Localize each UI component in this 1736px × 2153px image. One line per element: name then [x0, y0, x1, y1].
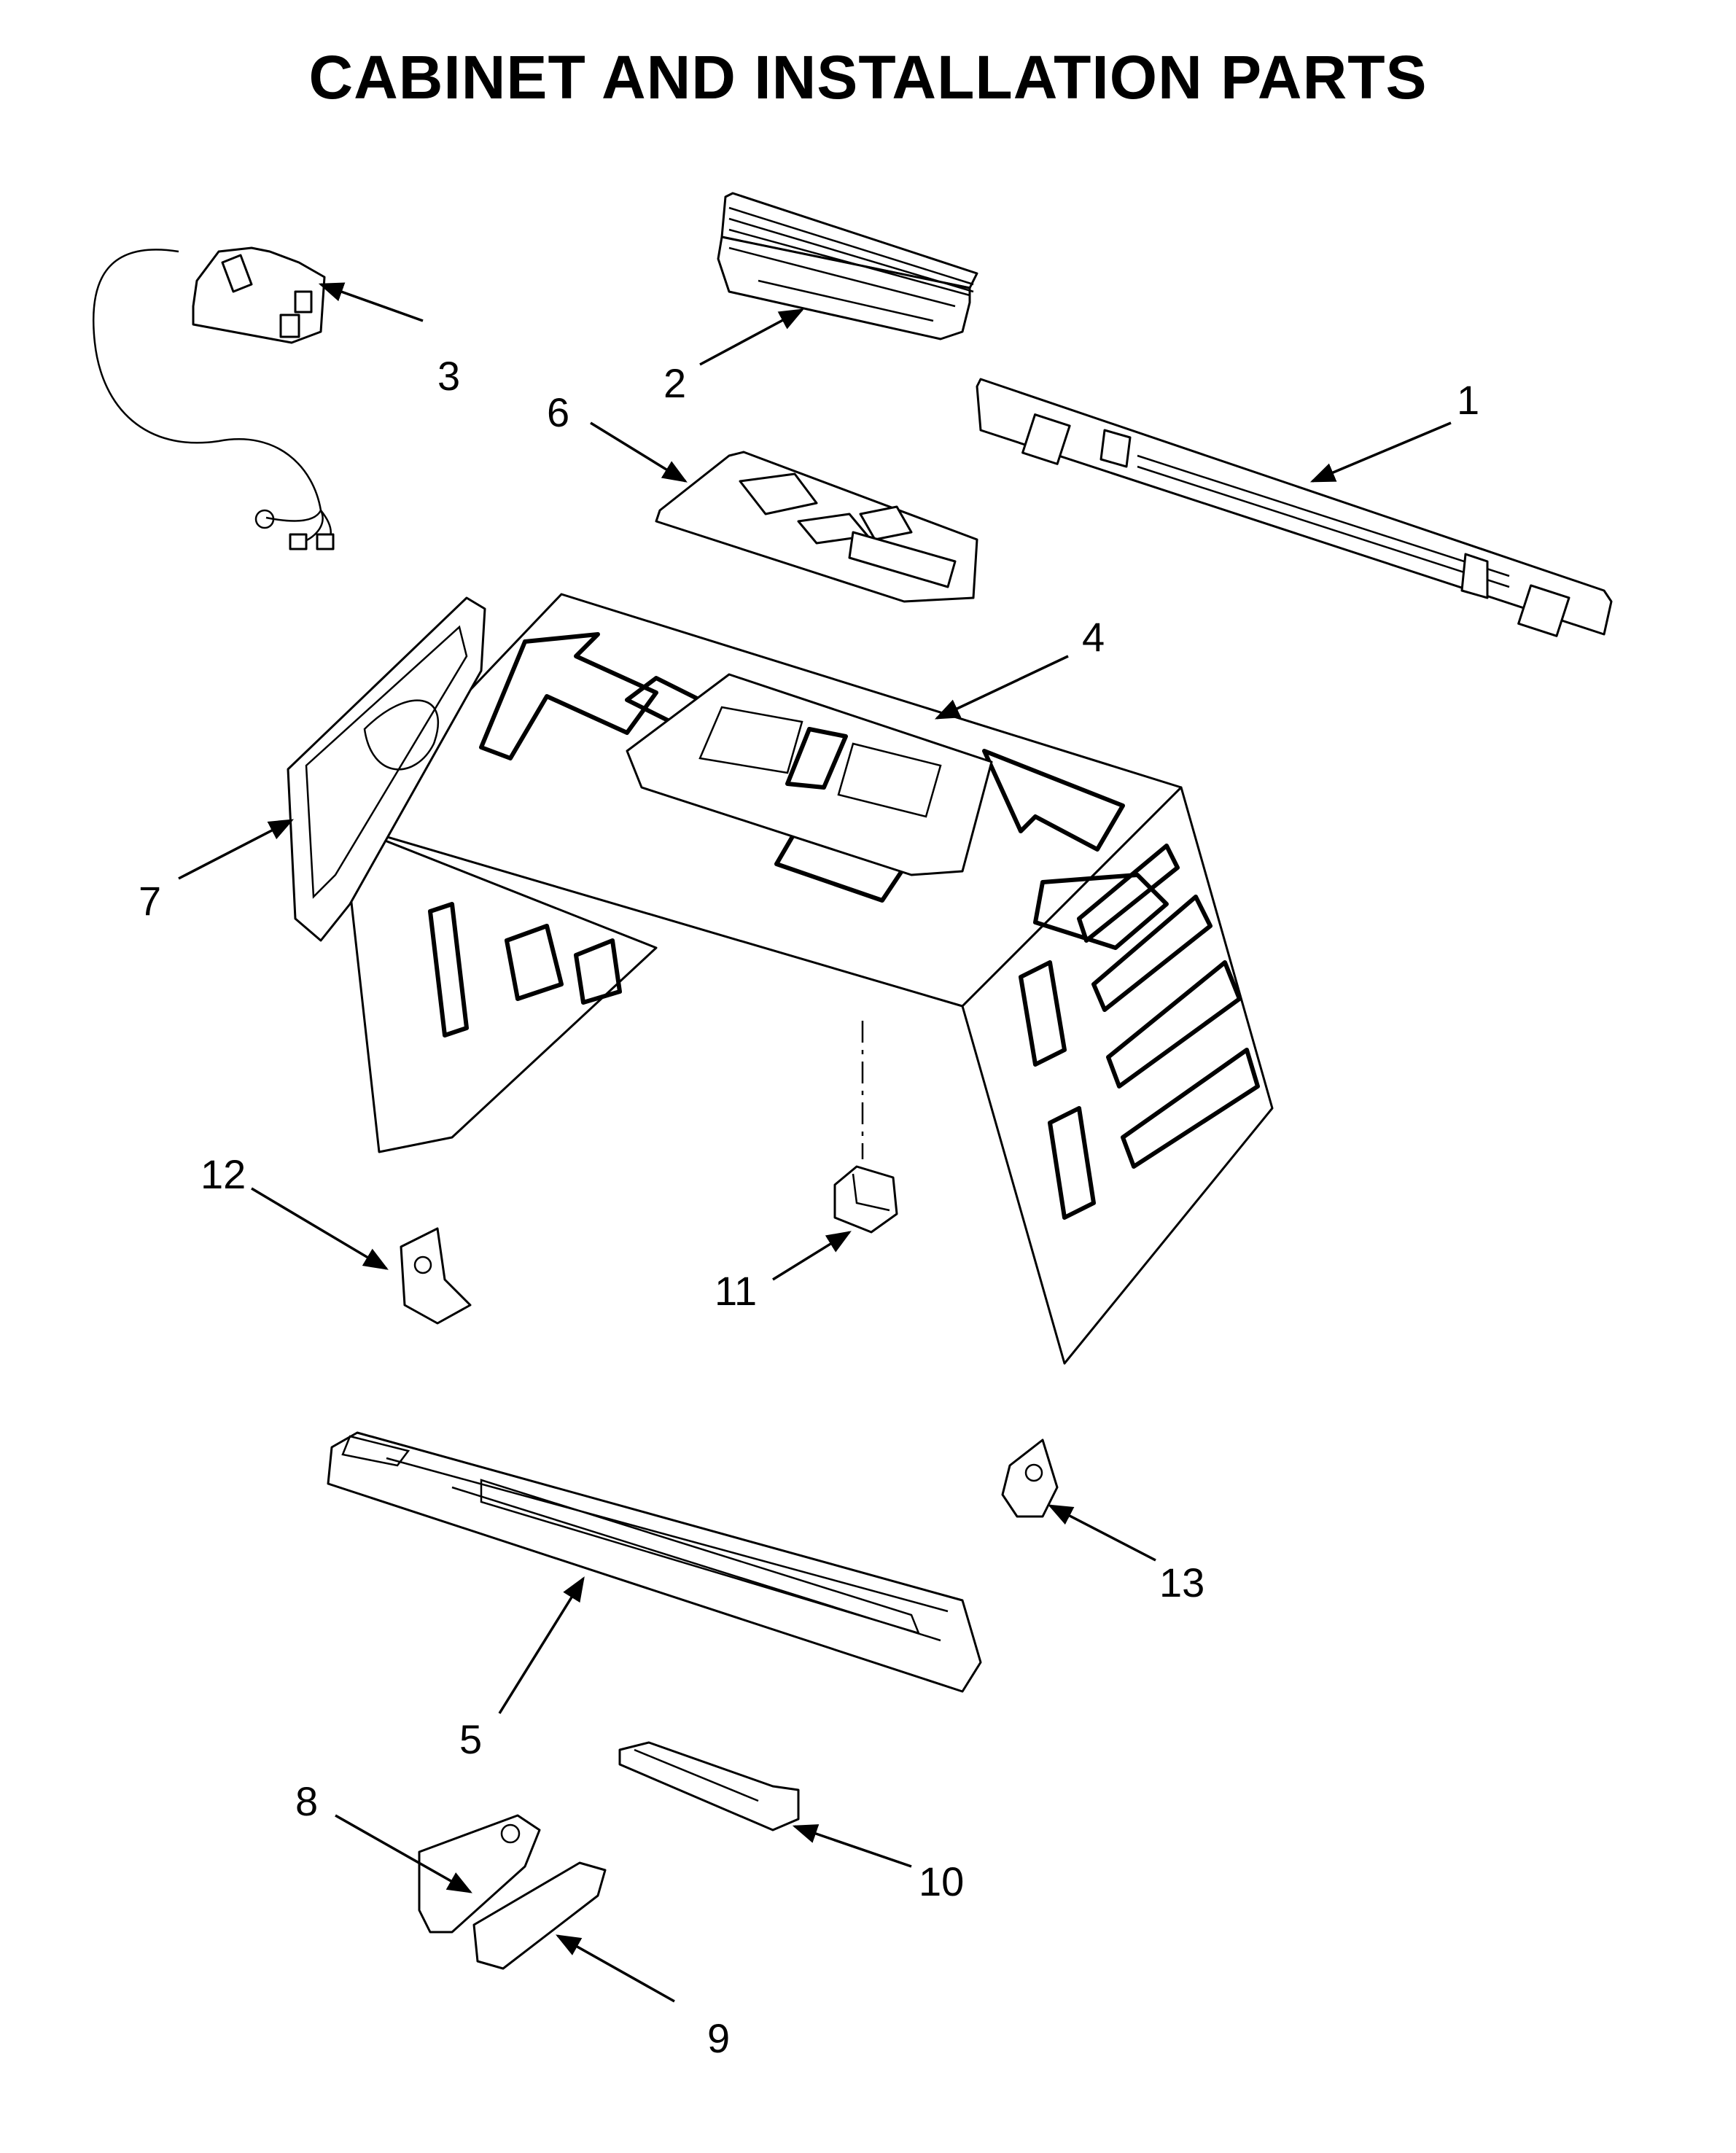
- callout-6: 6: [547, 389, 569, 435]
- part-5-front-rail[interactable]: [327, 1431, 982, 1693]
- callout-4: 4: [1082, 614, 1105, 660]
- part-11-bracket[interactable]: [833, 1021, 898, 1234]
- part-2-grille[interactable]: [717, 192, 978, 340]
- part-10-latch-bar[interactable]: [618, 1741, 800, 1831]
- callout-8: 8: [295, 1778, 318, 1824]
- part-7-side-panel[interactable]: [287, 596, 486, 942]
- part-9-bracket[interactable]: [472, 1861, 607, 1970]
- part-6-plate[interactable]: [655, 451, 978, 603]
- part-12-l-bracket[interactable]: [400, 1227, 472, 1325]
- callout-1: 1: [1457, 377, 1479, 423]
- part-3-power-cord[interactable]: [92, 246, 335, 550]
- part-8-bracket[interactable]: [418, 1814, 541, 1934]
- page-title: CABINET AND INSTALLATION PARTS: [308, 43, 1428, 112]
- leader-arrows: [178, 282, 1452, 2003]
- callout-9: 9: [707, 2015, 730, 2061]
- callout-10: 10: [919, 1858, 964, 1904]
- callout-5: 5: [459, 1716, 482, 1762]
- part-13-l-bracket[interactable]: [1001, 1438, 1059, 1518]
- callout-7: 7: [139, 878, 161, 924]
- callout-2: 2: [663, 360, 686, 406]
- part-1-mounting-plate[interactable]: [976, 378, 1613, 637]
- callout-12: 12: [201, 1151, 246, 1197]
- callout-11: 11: [715, 1268, 757, 1314]
- callout-13: 13: [1159, 1560, 1204, 1605]
- callout-3: 3: [437, 353, 460, 399]
- part-4-cabinet[interactable]: [341, 593, 1274, 1365]
